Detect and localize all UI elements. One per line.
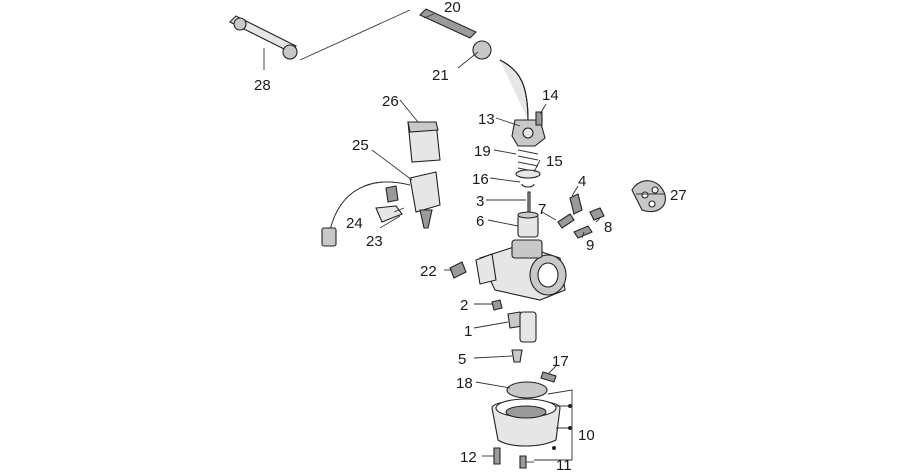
float-chamber (491, 381, 561, 447)
callout-17: 17 (552, 353, 569, 370)
callout-labels: 1 2 3 4 5 6 7 8 9 10 11 12 13 14 15 16 1… (254, 0, 687, 474)
callout-15: 15 (546, 153, 563, 170)
side-cover (631, 180, 666, 213)
needle-and-slide (517, 191, 539, 238)
float-needle (511, 349, 557, 383)
callout-27: 27 (670, 187, 687, 204)
callout-14: 14 (542, 87, 559, 104)
callout-3: 3 (476, 193, 484, 210)
callout-24: 24 (346, 215, 363, 232)
screw-22 (449, 261, 467, 279)
callout-19: 19 (474, 143, 491, 160)
spring (515, 149, 541, 188)
callout-4: 4 (578, 173, 586, 190)
callout-2: 2 (460, 297, 468, 314)
carburetor-body (475, 239, 567, 301)
callout-22: 22 (420, 263, 437, 280)
callout-10: 10 (578, 427, 595, 444)
choke-cap (407, 121, 441, 163)
callout-9: 9 (586, 237, 594, 254)
callout-20: 20 (444, 0, 461, 16)
callout-21: 21 (432, 67, 449, 84)
callout-26: 26 (382, 93, 399, 110)
jet-parts (491, 299, 537, 343)
callout-6: 6 (476, 213, 484, 230)
callout-28: 28 (254, 77, 271, 94)
leader-lines (263, 13, 664, 463)
adjusting-screws (557, 193, 605, 239)
chamber-screws (493, 447, 527, 469)
callout-13: 13 (478, 111, 495, 128)
throttle-cable (229, 8, 529, 121)
callout-18: 18 (456, 375, 473, 392)
callout-12: 12 (460, 449, 477, 466)
mixer-top-cap (511, 111, 546, 147)
callout-5: 5 (458, 351, 466, 368)
callout-23: 23 (366, 233, 383, 250)
electric-choke (321, 171, 441, 247)
callout-25: 25 (352, 137, 369, 154)
callout-8: 8 (604, 219, 612, 236)
callout-7: 7 (538, 201, 546, 218)
callout-16: 16 (472, 171, 489, 188)
callout-1: 1 (464, 323, 472, 340)
callout-11: 11 (556, 457, 572, 474)
